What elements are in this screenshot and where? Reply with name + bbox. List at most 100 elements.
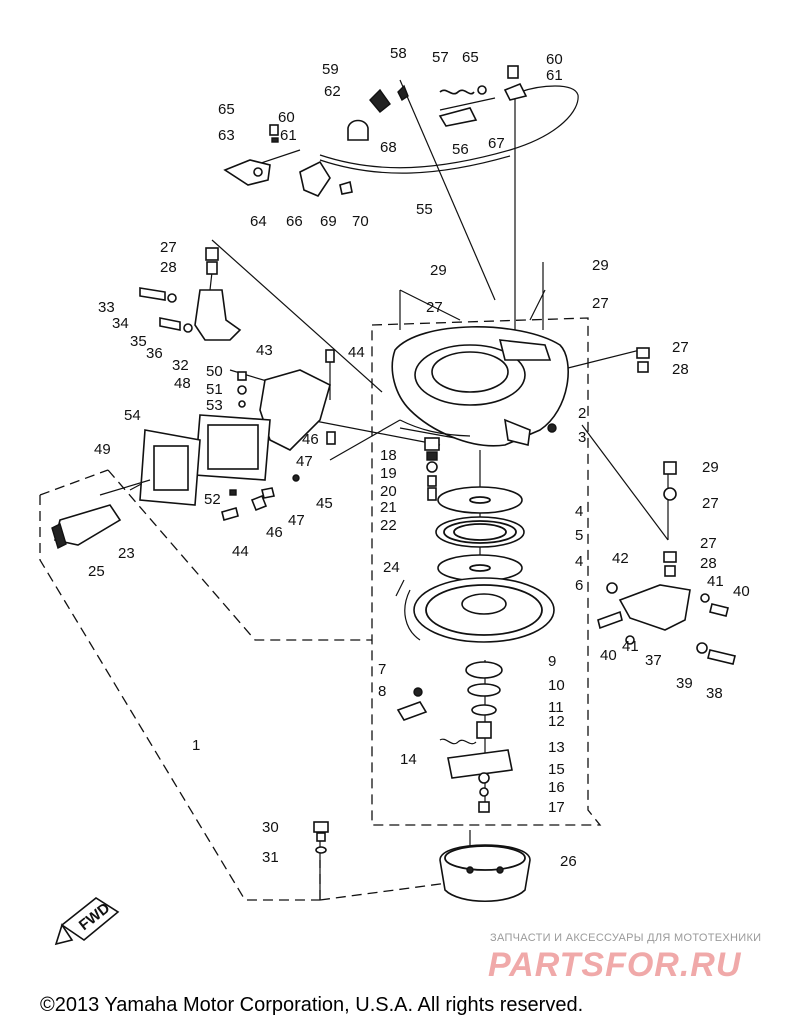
callout-23: 23	[118, 545, 135, 562]
callout-48: 48	[174, 375, 191, 392]
callout-61: 61	[546, 67, 563, 84]
starter-cup	[439, 844, 531, 903]
bolt-stack	[424, 437, 440, 501]
callout-labels: 1234546789101112131415161718192021222324…	[88, 45, 750, 870]
callout-49: 49	[94, 441, 111, 458]
callout-63: 63	[218, 127, 235, 144]
callout-3: 3	[578, 429, 586, 446]
callout-29: 29	[702, 459, 719, 476]
callout-9: 9	[548, 653, 556, 670]
callout-46: 46	[302, 431, 319, 448]
callout-7: 7	[378, 661, 386, 678]
callout-32: 32	[172, 357, 189, 374]
callout-29: 29	[430, 262, 447, 279]
callout-4: 4	[575, 503, 583, 520]
callout-40: 40	[733, 583, 750, 600]
callout-20: 20	[380, 483, 397, 500]
callout-56: 56	[452, 141, 469, 158]
callout-27: 27	[702, 495, 719, 512]
callout-62: 62	[324, 83, 341, 100]
callout-27: 27	[672, 339, 689, 356]
callout-16: 16	[548, 779, 565, 796]
handle-bracket-assembly	[51, 247, 336, 549]
callout-51: 51	[206, 381, 223, 398]
callout-5: 5	[575, 527, 583, 544]
callout-33: 33	[98, 299, 115, 316]
callout-10: 10	[548, 677, 565, 694]
callout-27: 27	[426, 299, 443, 316]
callout-41: 41	[707, 573, 724, 590]
copyright-notice: ©2013 Yamaha Motor Corporation, U.S.A. A…	[40, 994, 584, 1016]
callout-41: 41	[622, 638, 639, 655]
callout-69: 69	[320, 213, 337, 230]
watermark-tagline: ЗАПЧАСТИ И АКСЕССУАРЫ ДЛЯ МОТОТЕХНИКИ	[490, 932, 762, 944]
callout-30: 30	[262, 819, 279, 836]
callout-24: 24	[383, 559, 400, 576]
callout-1: 1	[192, 737, 200, 754]
callout-59: 59	[322, 61, 339, 78]
callout-39: 39	[676, 675, 693, 692]
callout-60: 60	[546, 51, 563, 68]
callout-44: 44	[232, 543, 249, 560]
callout-31: 31	[262, 849, 279, 866]
callout-61: 61	[280, 127, 297, 144]
callout-66: 66	[286, 213, 303, 230]
callout-55: 55	[416, 201, 433, 218]
callout-64: 64	[250, 213, 267, 230]
callout-29: 29	[592, 257, 609, 274]
callout-67: 67	[488, 135, 505, 152]
callout-46: 46	[266, 524, 283, 541]
callout-45: 45	[316, 495, 333, 512]
callout-44: 44	[348, 344, 365, 361]
callout-6: 6	[575, 577, 583, 594]
callout-36: 36	[146, 345, 163, 362]
callout-4: 4	[575, 553, 583, 570]
callout-28: 28	[672, 361, 689, 378]
callout-57: 57	[432, 49, 449, 66]
callout-47: 47	[296, 453, 313, 470]
callout-12: 12	[548, 713, 565, 730]
right-lever-assembly	[597, 347, 736, 665]
callout-42: 42	[612, 550, 629, 567]
callout-65: 65	[218, 101, 235, 118]
callout-17: 17	[548, 799, 565, 816]
starter-housing	[391, 326, 569, 447]
callout-53: 53	[206, 397, 223, 414]
callout-14: 14	[400, 751, 417, 768]
callout-58: 58	[390, 45, 407, 62]
callout-15: 15	[548, 761, 565, 778]
callout-38: 38	[706, 685, 723, 702]
callout-52: 52	[204, 491, 221, 508]
callout-65: 65	[462, 49, 479, 66]
callout-25: 25	[88, 563, 105, 580]
bolt-30-31	[313, 821, 329, 854]
callout-27: 27	[700, 535, 717, 552]
callout-50: 50	[206, 363, 223, 380]
callout-37: 37	[645, 652, 662, 669]
callout-60: 60	[278, 109, 295, 126]
callout-2: 2	[578, 405, 586, 422]
callout-19: 19	[380, 465, 397, 482]
callout-54: 54	[124, 407, 141, 424]
callout-28: 28	[700, 555, 717, 572]
callout-47: 47	[288, 512, 305, 529]
callout-34: 34	[112, 315, 129, 332]
callout-27: 27	[592, 295, 609, 312]
callout-26: 26	[560, 853, 577, 870]
callout-13: 13	[548, 739, 565, 756]
cable-bracket-parts	[223, 65, 528, 197]
callout-21: 21	[380, 499, 397, 516]
callout-43: 43	[256, 342, 273, 359]
watermark-brand: PARTSFOR.RU	[488, 946, 742, 984]
callout-11: 11	[548, 699, 564, 716]
callout-40: 40	[600, 647, 617, 664]
callout-68: 68	[380, 139, 397, 156]
callout-8: 8	[378, 683, 386, 700]
fwd-badge: FWD	[54, 897, 120, 946]
callout-18: 18	[380, 447, 397, 464]
callout-27: 27	[160, 239, 177, 256]
callout-22: 22	[380, 517, 397, 534]
callout-70: 70	[352, 213, 369, 230]
callout-35: 35	[130, 333, 147, 350]
